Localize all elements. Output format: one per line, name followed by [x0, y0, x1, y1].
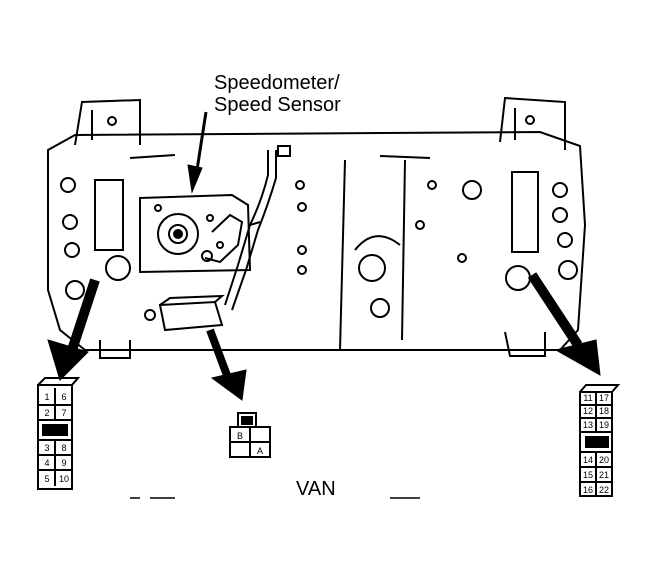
- left-pin-label: 4: [44, 458, 49, 468]
- left-pin-label: 8: [61, 443, 66, 453]
- left-pin-label: 2: [44, 408, 49, 418]
- center-connector-arrowhead: [210, 369, 247, 401]
- left-pin-label: 3: [44, 443, 49, 453]
- callout-line-2: Speed Sensor: [214, 94, 341, 116]
- left-pin-label: 1: [44, 392, 49, 402]
- right-pin-label: 20: [599, 455, 609, 465]
- sensor-wiring: [224, 150, 277, 311]
- right-pin-label: 12: [583, 406, 593, 416]
- left-connector-arrowhead: [47, 339, 89, 381]
- pointer-arrows: [47, 111, 601, 401]
- right-pin-label: 18: [599, 406, 609, 416]
- right-pin-label: 19: [599, 420, 609, 430]
- center-connector-arrow: [206, 328, 232, 380]
- left-pin-label: 7: [61, 408, 66, 418]
- right-connector-arrowhead: [554, 339, 601, 376]
- right-pin-label: 22: [599, 485, 609, 495]
- speed-sensor-assembly: [139, 193, 252, 274]
- cluster-left-holes: [60, 177, 131, 300]
- right-connector-arrow: [527, 272, 583, 348]
- callout-line-1: Speedometer/: [214, 72, 340, 94]
- left-pin-label: 9: [61, 458, 66, 468]
- right-pin-label: 13: [583, 420, 593, 430]
- speedometer-speed-sensor-callout: Speedometer/ Speed Sensor: [214, 72, 341, 116]
- center-pin-label: B: [237, 431, 243, 441]
- right-pin-label: 14: [583, 455, 593, 465]
- cluster-connector-plug: [158, 294, 225, 332]
- callout-arrowhead: [187, 164, 203, 194]
- right-pin-label: 16: [583, 485, 593, 495]
- right-pin-label: 15: [583, 470, 593, 480]
- right-pin-label: 21: [599, 470, 609, 480]
- left-pin-label: 10: [59, 474, 69, 484]
- left-connector-face: [37, 377, 81, 490]
- callout-arrow: [195, 111, 208, 171]
- cluster-right-holes: [427, 180, 578, 291]
- right-pin-label: 11: [583, 393, 592, 403]
- left-connector-arrow: [67, 278, 100, 352]
- left-pin-label: 6: [61, 392, 66, 402]
- cluster-center-holes: [144, 180, 467, 321]
- cluster-housing: [47, 96, 587, 359]
- right-pin-label: 17: [599, 393, 609, 403]
- left-pin-label: 5: [44, 474, 49, 484]
- center-pin-label: A: [257, 446, 263, 456]
- vehicle-label: VAN: [296, 478, 336, 500]
- center-connector-face: [229, 412, 271, 458]
- right-connector-face: [579, 384, 621, 497]
